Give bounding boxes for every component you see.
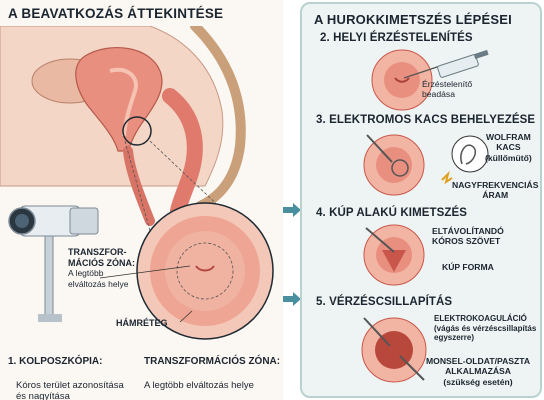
- step-3-title: 3. ELEKTROMOS KACS BEHELYEZÉSE: [316, 114, 536, 126]
- transformation-zone-label: TRANSZFOR- MÁCIÓS ZÓNA: A legtöbb elvált…: [68, 236, 160, 300]
- cone-shape-label: KÚP FORMA: [442, 262, 494, 272]
- syringe-needle: [403, 65, 441, 79]
- step-4-illustration: [363, 224, 425, 286]
- electrocoagulation-label: ELEKTROKOAGULÁCIÓ (vágás és vérzéscsilla…: [434, 314, 537, 343]
- overview-panel: A BEAVATKOZÁS ÁTTEKINTÉSE: [0, 0, 283, 400]
- vaginal-canal: [123, 146, 155, 226]
- step-3-illustration: [363, 134, 489, 196]
- steps-title: A HUROKKIMETSZÉS LÉPÉSEI: [314, 12, 512, 27]
- transformation-zone-block-text: A legtöbb elváltozás helye: [144, 380, 254, 391]
- anatomy-illustration: [0, 26, 274, 340]
- rectum: [162, 88, 203, 219]
- arrow-icon: [283, 292, 301, 306]
- spine: [190, 26, 246, 211]
- overview-title: A BEAVATKOZÁS ÁTTEKINTÉSE: [8, 6, 224, 21]
- transformation-zone-block-title: TRANSZFORMÁCIÓS ZÓNA:: [144, 356, 281, 367]
- step-4-title: 4. KÚP ALAKÚ KIMETSZÉS: [316, 207, 468, 219]
- lightning-icon: [441, 170, 453, 185]
- hf-current-label: NAGYFREKVENCIÁS ÁRAM: [452, 180, 539, 201]
- transformation-zone-sub: A legtöbb elváltozás helye: [68, 268, 129, 289]
- transformation-zone-title: TRANSZFOR- MÁCIÓS ZÓNA:: [68, 246, 135, 268]
- anesthetic-label: Érzéstelenítő beadása: [422, 79, 473, 100]
- arrow-icon: [283, 203, 301, 217]
- uterus: [75, 47, 163, 152]
- cervical-os: [195, 265, 215, 272]
- step-2-title: 2. HELYI ÉRZÉSTELENÍTÉS: [320, 32, 473, 44]
- monsel-label: MONSEL-OLDAT/PASZTA ALKALMAZÁSA (szükség…: [426, 356, 531, 387]
- transformation-zone-block: TRANSZFORMÁCIÓS ZÓNA: A legtöbb elváltoz…: [144, 344, 284, 400]
- cervix-highlight: [122, 116, 152, 146]
- step-5-title: 5. VÉRZÉSCSILLAPÍTÁS: [316, 296, 453, 308]
- loop-icon: [460, 144, 477, 165]
- procedure-steps-panel: A HUROKKIMETSZÉS LÉPÉSEI 2. HELYI ÉRZÉST…: [300, 2, 542, 398]
- epithelium-label: HÁMRÉTEG: [116, 318, 168, 328]
- step-2-illustration: [371, 49, 489, 111]
- wolfram-loop-label: WOLFRAM KACS (küllőmütő): [485, 132, 532, 163]
- step-5-illustration: [361, 317, 427, 383]
- colposcopy-title: 1. KOLPOSZKÓPIA:: [8, 356, 103, 367]
- excised-cone: [382, 250, 406, 272]
- wire-loop: [391, 159, 409, 177]
- colposcopy-block: 1. KOLPOSZKÓPIA: Kóros terület azonosítá…: [8, 344, 158, 400]
- colposcopy-text: Kóros terület azonosítása és nagyítása: [16, 380, 124, 400]
- syringe: [437, 54, 479, 78]
- abnormal-tissue-label: ELTÁVOLÍTANDÓ KÓROS SZÖVET: [432, 226, 504, 247]
